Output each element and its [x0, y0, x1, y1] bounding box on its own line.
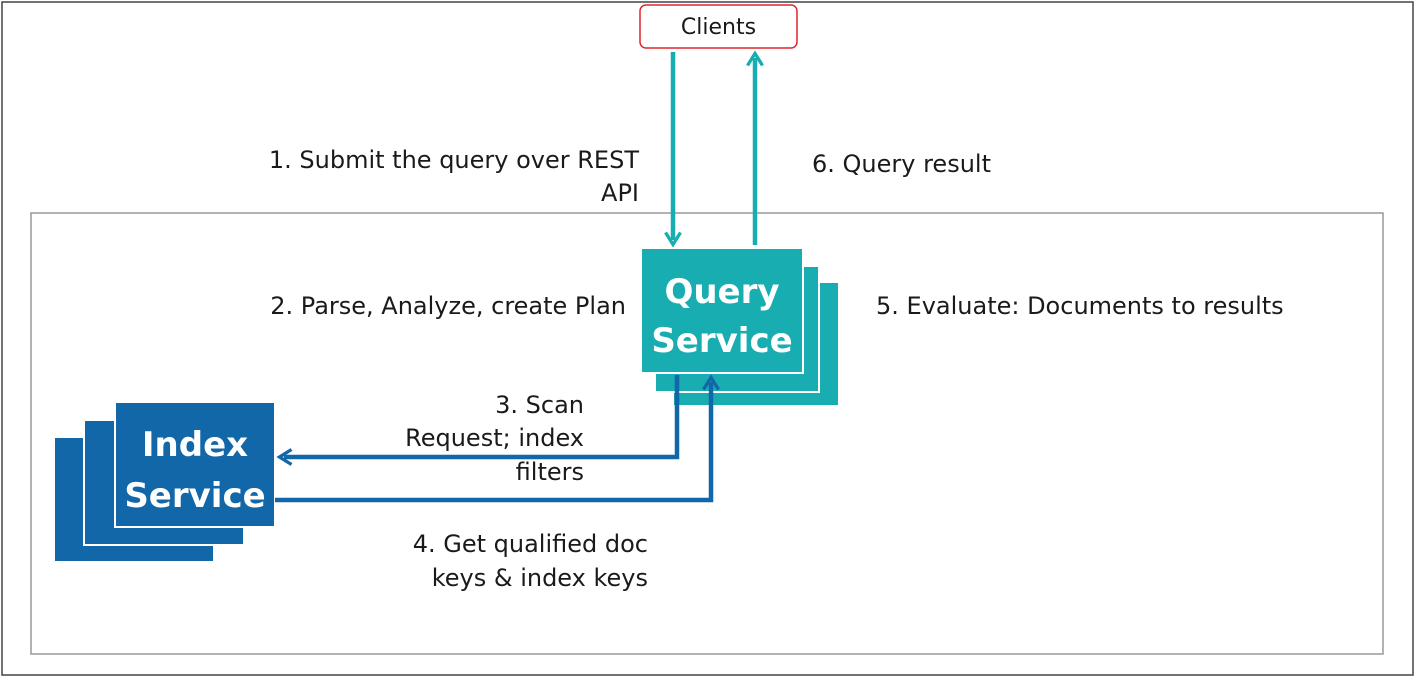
clients-box — [639, 4, 798, 49]
index-service-node: Index Service — [53, 401, 276, 563]
step1-label-line2: API — [601, 179, 639, 207]
step2-label: 2. Parse, Analyze, create Plan — [270, 292, 626, 320]
system-boundary — [30, 212, 1384, 655]
scan-request-arrow — [276, 375, 680, 466]
step3-label-line2: Request; index — [405, 424, 584, 452]
step4-label-line2: keys & index keys — [432, 564, 648, 592]
query-service-box — [640, 247, 804, 374]
qualified-keys-arrow — [275, 374, 720, 503]
step5-label: 5. Evaluate: Documents to results — [876, 292, 1284, 320]
index-service-label-line1: Index — [142, 425, 248, 465]
step6-label: 6. Query result — [812, 150, 991, 178]
query-service-node: Query Service — [640, 247, 838, 405]
clients-label: Clients — [681, 15, 756, 40]
index-service-box — [114, 401, 276, 528]
clients-node: Clients — [639, 4, 798, 49]
step1-label-line1: 1. Submit the query over REST — [269, 146, 639, 174]
step3-label-line3: filters — [516, 458, 584, 486]
step4-label-line1: 4. Get qualified doc — [413, 530, 648, 558]
query-service-label-line1: Query — [664, 272, 779, 312]
query-service-label-line2: Service — [651, 321, 792, 361]
index-service-label-line2: Service — [124, 476, 265, 516]
step3-label-line1: 3. Scan — [495, 391, 584, 419]
